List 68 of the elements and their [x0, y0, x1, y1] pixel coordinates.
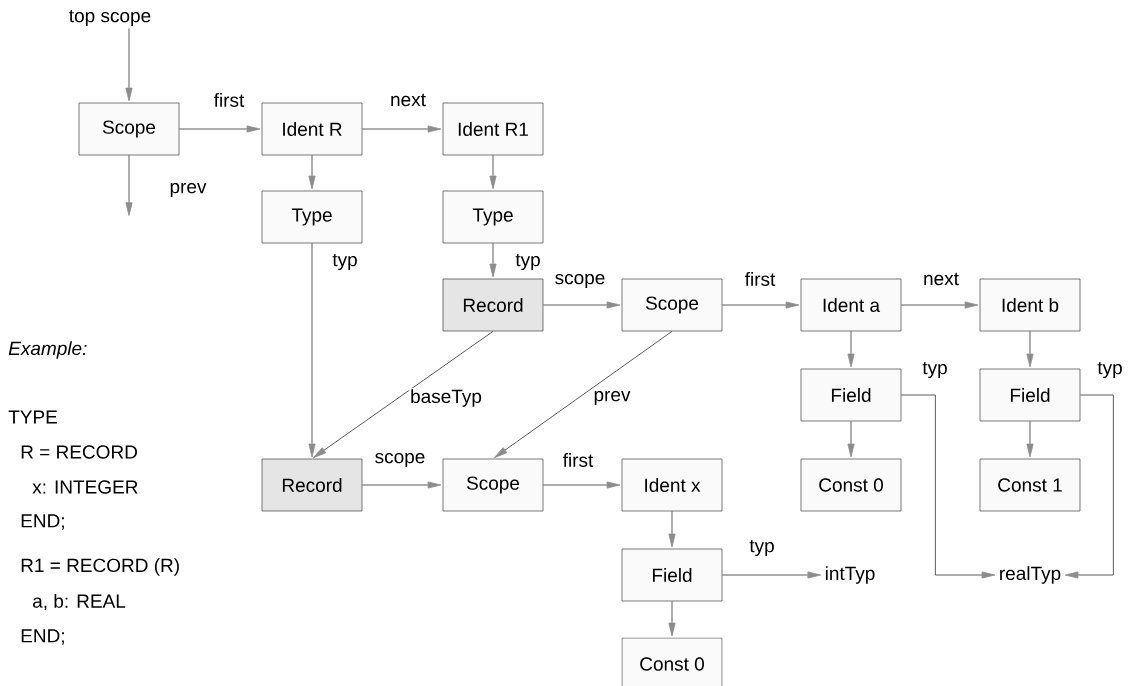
edge-label: prev [592, 389, 632, 407]
arrow [1026, 330, 1034, 368]
code-line: R = RECORD [21, 445, 137, 459]
node-box: Const 1 [979, 458, 1081, 512]
arrow [489, 242, 497, 278]
edge-label: first [212, 92, 246, 108]
arrow [361, 481, 442, 489]
node-box: Scope [78, 102, 180, 156]
type-label: top scope [69, 9, 151, 27]
node-box: Field [800, 368, 902, 422]
edge-label: scope [553, 272, 607, 290]
node-box: Ident R1 [442, 102, 544, 156]
arrow [178, 125, 261, 133]
caption: Example: [8, 341, 87, 359]
node-box: Field [979, 368, 1081, 422]
edge-label: typ [514, 252, 542, 272]
type-label: intTyp [825, 566, 875, 584]
edge-label: prev [168, 181, 208, 199]
node-box: Const 0 [800, 458, 902, 512]
arrow [900, 301, 979, 309]
record-box: Record [442, 278, 544, 332]
edge-label: baseTyp [409, 388, 483, 408]
type-label: realTyp [1000, 566, 1061, 584]
edge-label: scope [373, 451, 427, 469]
arrow [125, 27, 133, 102]
arrow [1064, 394, 1114, 579]
arrow [125, 154, 133, 216]
arrow [847, 420, 855, 458]
record-box: Record [261, 458, 363, 512]
arrow [361, 125, 442, 133]
arrow [900, 394, 996, 579]
arrow [1026, 420, 1034, 458]
node-box: Ident a [800, 278, 902, 332]
code-line: R1 = RECORD (R) [21, 558, 179, 576]
node-box: Type [442, 190, 544, 244]
node-box: Ident b [979, 278, 1081, 332]
arrow [721, 301, 800, 309]
code-line: a, b: REAL [33, 593, 126, 611]
edge-label: next [922, 271, 960, 287]
arrow [494, 330, 673, 459]
node-box: Scope [621, 278, 723, 332]
code-line: END; [21, 514, 64, 530]
edge-label: first [743, 271, 777, 287]
node-box: Const 0 [621, 637, 723, 686]
arrow [489, 154, 497, 190]
arrow [313, 330, 494, 459]
code-line: x: INTEGER [32, 480, 138, 494]
edge-label: first [561, 452, 595, 468]
edge-label: next [389, 92, 427, 108]
node-box: Ident R [261, 102, 363, 156]
edge-label: typ [331, 252, 359, 272]
node-box: Type [261, 190, 363, 244]
code-line: TYPE [8, 410, 57, 424]
arrow [721, 571, 822, 579]
node-box: Scope [442, 458, 544, 512]
arrow [542, 301, 621, 309]
arrow [308, 154, 316, 190]
node-box: Field [621, 548, 723, 602]
code-line: END; [21, 629, 64, 645]
arrow [847, 330, 855, 368]
arrow [542, 481, 621, 489]
edge-label: typ [921, 360, 949, 380]
node-box: Ident x [621, 458, 723, 512]
edge-label: typ [1096, 360, 1124, 380]
arrow [308, 242, 316, 458]
arrow [668, 510, 676, 548]
arrow [668, 600, 676, 637]
edge-label: typ [748, 538, 776, 558]
